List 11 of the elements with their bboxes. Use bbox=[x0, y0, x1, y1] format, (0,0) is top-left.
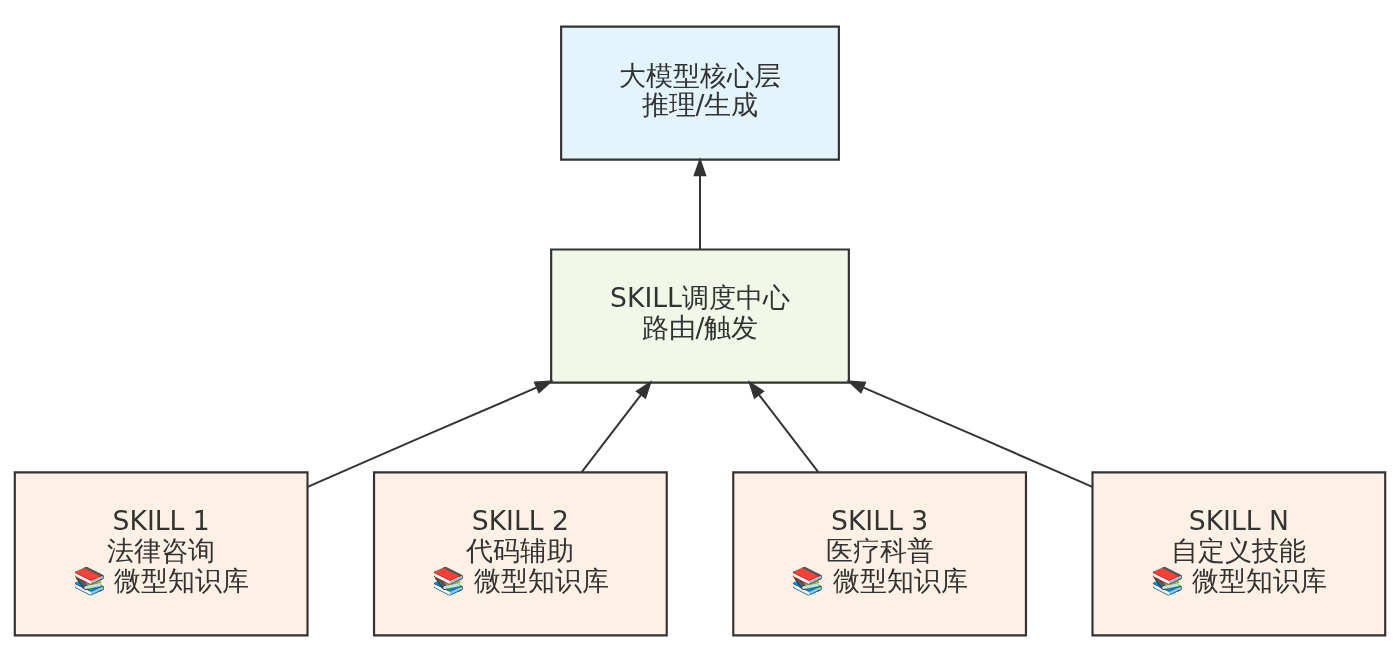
node-box: SKILL调度中心 路由/触发 bbox=[550, 248, 850, 384]
node-box: SKILL 2 代码辅助 📚 微型知识库 bbox=[372, 471, 668, 637]
arrow bbox=[693, 157, 707, 251]
arrow bbox=[580, 380, 653, 474]
node-box: 大模型核心层 推理/生成 bbox=[560, 25, 840, 161]
arrow bbox=[306, 380, 554, 488]
node-box: SKILL 1 法律咨询 📚 微型知识库 bbox=[13, 471, 309, 637]
arrow bbox=[846, 380, 1094, 488]
arrow bbox=[747, 380, 820, 474]
node-box: SKILL 3 医疗科普 📚 微型知识库 bbox=[732, 471, 1028, 637]
node-box: SKILL N 自定义技能 📚 微型知识库 bbox=[1091, 471, 1387, 637]
